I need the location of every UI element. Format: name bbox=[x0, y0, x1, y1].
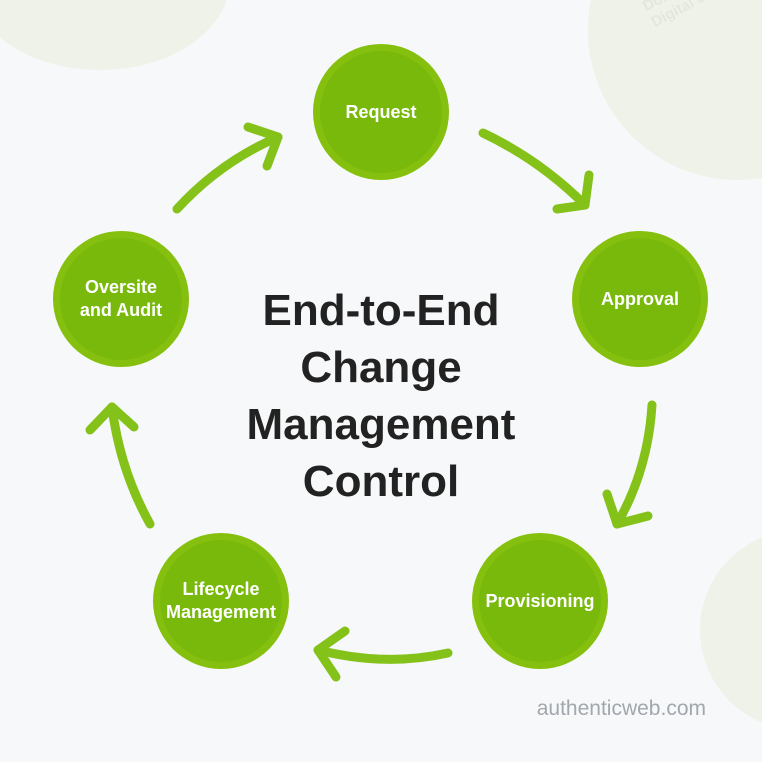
node-request-label-line-1: Request bbox=[345, 101, 417, 122]
arrow-oversite-to-request bbox=[172, 122, 283, 214]
title-line-1: End-to-End bbox=[262, 286, 500, 335]
diagram-title: End-to-End Change Management Control bbox=[200, 282, 562, 510]
arrow-provisioning-to-lifecycle bbox=[313, 626, 453, 682]
node-lifecycle-management: Lifecycle Management bbox=[153, 533, 289, 669]
node-approval-label-line-1: Approval bbox=[600, 288, 679, 309]
node-request-label: Request bbox=[345, 101, 416, 124]
node-provisioning-label-line-1: Provisioning bbox=[485, 590, 595, 611]
arrow-request-to-approval bbox=[478, 128, 594, 214]
node-oversite-label-line-1: Oversite bbox=[84, 277, 158, 297]
node-oversite-label-line-2: and Audit bbox=[79, 300, 163, 320]
title-line-2: Change bbox=[300, 343, 462, 392]
node-oversite-label: Oversite and Audit bbox=[80, 276, 162, 322]
watermark-brand: authenticweb.com bbox=[536, 697, 706, 720]
node-approval-label: Approval bbox=[601, 288, 679, 311]
node-request: Request bbox=[313, 44, 449, 180]
node-provisioning-label: Provisioning bbox=[485, 590, 594, 613]
title-line-3: Management bbox=[246, 400, 516, 449]
node-provisioning: Provisioning bbox=[472, 533, 608, 669]
title-line-4: Control bbox=[302, 457, 460, 506]
arrow-approval-to-provisioning bbox=[602, 400, 657, 529]
node-lifecycle-label: Lifecycle Management bbox=[166, 578, 276, 624]
node-lifecycle-label-line-1: Lifecycle bbox=[182, 579, 260, 599]
node-lifecycle-label-line-2: Management bbox=[165, 602, 277, 622]
arrow-lifecycle-to-oversite bbox=[85, 402, 155, 529]
node-oversite-and-audit: Oversite and Audit bbox=[53, 231, 189, 367]
node-approval: Approval bbox=[572, 231, 708, 367]
